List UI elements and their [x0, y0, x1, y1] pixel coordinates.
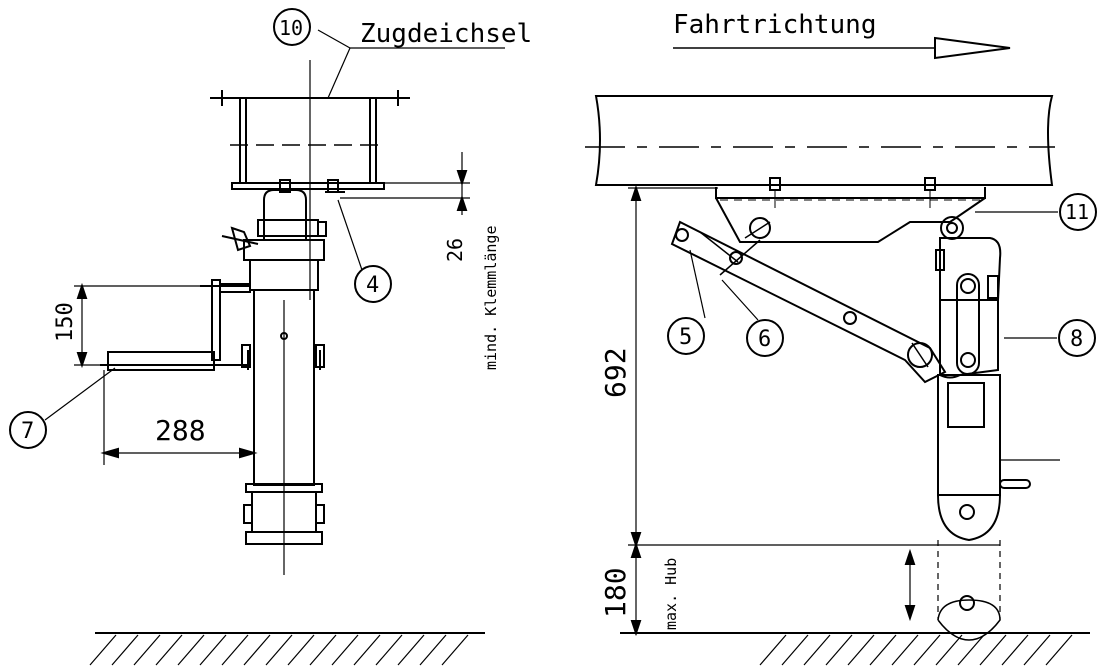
side-view: [585, 36, 1090, 641]
dimension-288: 288: [155, 414, 206, 447]
callout-4: 4: [366, 273, 379, 298]
hatch-line: [891, 634, 919, 666]
callout-circle-6: [746, 319, 784, 357]
dimension-150: 150: [53, 302, 78, 342]
hatch-line: [287, 634, 315, 666]
dimension-26: 26: [443, 238, 467, 262]
label-mind-klemmlaenge: mind. Klemmlänge: [482, 226, 500, 371]
hatch-line: [957, 634, 985, 666]
front-view: [44, 29, 505, 634]
hatch-line: [759, 634, 787, 666]
hatch-line: [1001, 634, 1029, 666]
hatch-line: [221, 634, 249, 666]
hatch-line: [913, 634, 941, 666]
label-zugdeichsel: Zugdeichsel: [360, 19, 532, 49]
hatch-line: [331, 634, 359, 666]
callout-circle-7: [9, 411, 47, 449]
hatch-line: [419, 634, 447, 666]
hatch-line: [441, 634, 469, 666]
callout-6: 6: [758, 327, 771, 352]
callout-circle-4: [354, 265, 392, 303]
dimension-692: 692: [599, 347, 632, 398]
callout-7: 7: [21, 419, 34, 444]
hatch-line: [375, 634, 403, 666]
hatch-line: [979, 634, 1007, 666]
hatch-line: [781, 634, 809, 666]
callout-8: 8: [1070, 327, 1083, 352]
hatch-line: [89, 634, 117, 666]
hatch-line: [155, 634, 183, 666]
hatch-line: [177, 634, 205, 666]
ground-hatching-right: [759, 634, 1073, 666]
label-max-hub: max. Hub: [662, 558, 680, 630]
callout-circle-11: [1059, 193, 1097, 231]
hatch-line: [199, 634, 227, 666]
hatch-line: [133, 634, 161, 666]
hatch-line: [397, 634, 425, 666]
hatch-line: [111, 634, 139, 666]
callout-10: 10: [279, 16, 303, 40]
hatch-line: [869, 634, 897, 666]
callout-circle-5: [667, 317, 705, 355]
hatch-line: [847, 634, 875, 666]
hatch-line: [825, 634, 853, 666]
hatch-line: [803, 634, 831, 666]
hatch-line: [309, 634, 337, 666]
dimension-180: 180: [599, 567, 632, 618]
hatch-line: [243, 634, 271, 666]
hatch-line: [1045, 634, 1073, 666]
label-fahrtrichtung: Fahrtrichtung: [673, 10, 877, 40]
ground-hatching: [89, 634, 469, 666]
hatch-line: [935, 634, 963, 666]
callout-5: 5: [679, 325, 692, 350]
callout-circle-8: [1058, 319, 1096, 357]
hatch-line: [265, 634, 293, 666]
hatch-line: [353, 634, 381, 666]
callout-circle-10: [273, 8, 311, 46]
hatch-line: [1023, 634, 1051, 666]
callout-11: 11: [1065, 200, 1089, 224]
